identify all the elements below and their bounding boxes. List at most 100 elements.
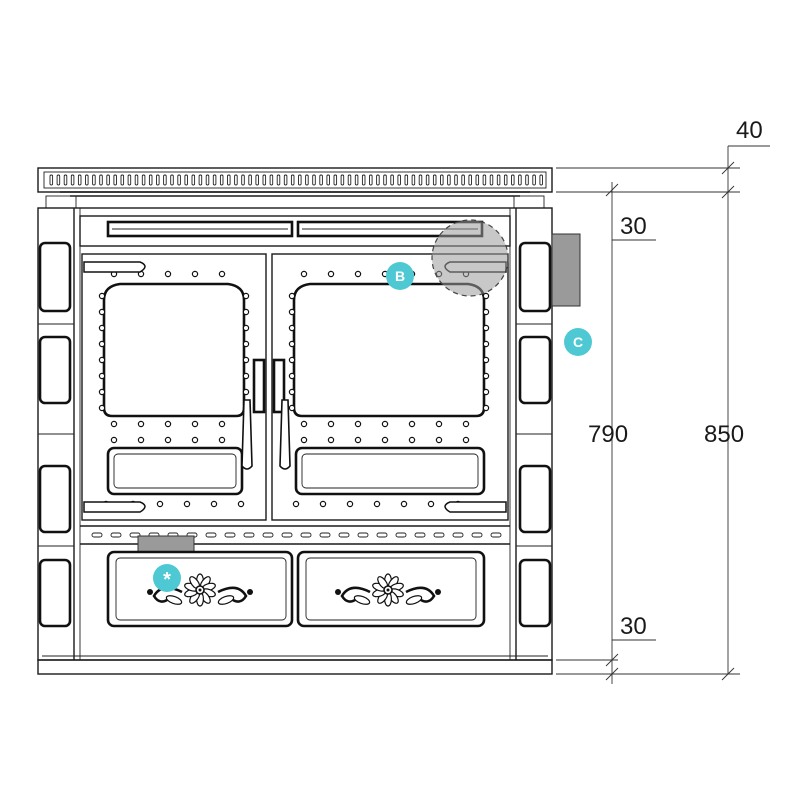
callout-b: B — [386, 262, 414, 290]
rivet — [288, 356, 296, 364]
rail-slot — [319, 174, 323, 186]
rivet — [98, 324, 106, 332]
right-side-panels — [516, 241, 552, 628]
top-rail — [37, 167, 553, 209]
rivet — [242, 372, 250, 380]
rail-slot — [440, 174, 444, 186]
strip-slot — [262, 532, 274, 538]
rail-slot — [447, 174, 451, 186]
rail-slot — [468, 174, 472, 186]
rivet — [191, 436, 199, 444]
rivet — [242, 292, 250, 300]
rivet — [381, 436, 389, 444]
strip-slot — [129, 532, 141, 538]
rivet — [300, 270, 308, 278]
rail-slot — [248, 174, 252, 186]
rivet — [354, 270, 362, 278]
rail-slot — [376, 174, 380, 186]
rivet — [288, 340, 296, 348]
rail-slot — [397, 174, 401, 186]
rail-slot — [369, 174, 373, 186]
rivet — [242, 356, 250, 364]
right-oven-door[interactable] — [271, 253, 509, 521]
right-drawer[interactable] — [296, 550, 486, 628]
rivet — [408, 420, 416, 428]
rail-slot — [454, 174, 458, 186]
rail-slot — [70, 174, 75, 186]
strip-slot — [319, 532, 331, 538]
rivet — [191, 270, 199, 278]
callout-b-label: B — [395, 268, 405, 284]
rail-slot — [49, 174, 54, 186]
rivet — [462, 420, 470, 428]
rail-slot — [92, 174, 96, 186]
rivet — [210, 500, 218, 508]
rivet — [98, 308, 106, 316]
rail-slots — [49, 174, 543, 186]
rail-slot — [234, 174, 238, 186]
door-handle-icon[interactable] — [241, 358, 291, 470]
rivet — [191, 420, 199, 428]
rail-slot — [326, 174, 330, 186]
callout-c-label: C — [573, 334, 583, 350]
rivet — [482, 388, 490, 396]
left-oven-door[interactable] — [81, 253, 267, 521]
rail-slot — [77, 174, 82, 186]
rivet — [482, 404, 490, 412]
top-vents — [79, 215, 511, 247]
rail-slot — [120, 174, 125, 186]
rail-slot — [212, 174, 217, 186]
rivet — [288, 404, 296, 412]
callout-c: C — [564, 328, 592, 356]
rail-slot — [184, 174, 188, 186]
strip-slot — [357, 532, 369, 538]
strip-slot — [205, 532, 217, 538]
rail-slot — [532, 174, 536, 186]
rail-slot — [354, 174, 359, 186]
rivet — [300, 420, 308, 428]
rivet — [354, 436, 362, 444]
rail-slot — [269, 174, 274, 186]
rail-slot — [432, 174, 437, 186]
rivet — [137, 436, 145, 444]
rivet — [288, 388, 296, 396]
rivet — [435, 420, 443, 428]
rail-slot — [411, 174, 416, 186]
rivet — [482, 292, 490, 300]
rivet — [237, 500, 245, 508]
rivet — [288, 292, 296, 300]
rail-slot — [177, 174, 181, 186]
strip-slot — [452, 532, 464, 538]
rivet — [427, 500, 435, 508]
rail-slot — [156, 174, 160, 186]
dimension-lines — [556, 145, 770, 684]
rivet — [373, 500, 381, 508]
rivet — [319, 500, 327, 508]
rail-slot — [99, 174, 103, 186]
rivet — [482, 324, 490, 332]
rail-slot — [85, 174, 89, 186]
dimension-inner-height: 790 — [588, 421, 628, 448]
rail-slot — [163, 174, 167, 186]
rail-slot — [418, 174, 423, 186]
strip-slot — [395, 532, 407, 538]
rail-slot — [56, 174, 61, 186]
rail-slot — [298, 174, 302, 186]
rivet — [242, 340, 250, 348]
rivet — [300, 436, 308, 444]
rivet — [218, 270, 226, 278]
rail-slot — [425, 174, 430, 186]
left-drawer[interactable] — [106, 550, 294, 628]
rail-slot — [539, 174, 543, 186]
detail-zoom-circle — [431, 219, 509, 297]
strip-slot — [224, 532, 236, 538]
strip-slot — [243, 532, 255, 538]
rail-slot — [525, 174, 529, 186]
callout-asterisk-label: * — [163, 569, 171, 591]
rivet — [400, 500, 408, 508]
rivet — [242, 324, 250, 332]
rivet — [164, 420, 172, 428]
rivet — [98, 404, 106, 412]
rail-slot — [205, 174, 210, 186]
